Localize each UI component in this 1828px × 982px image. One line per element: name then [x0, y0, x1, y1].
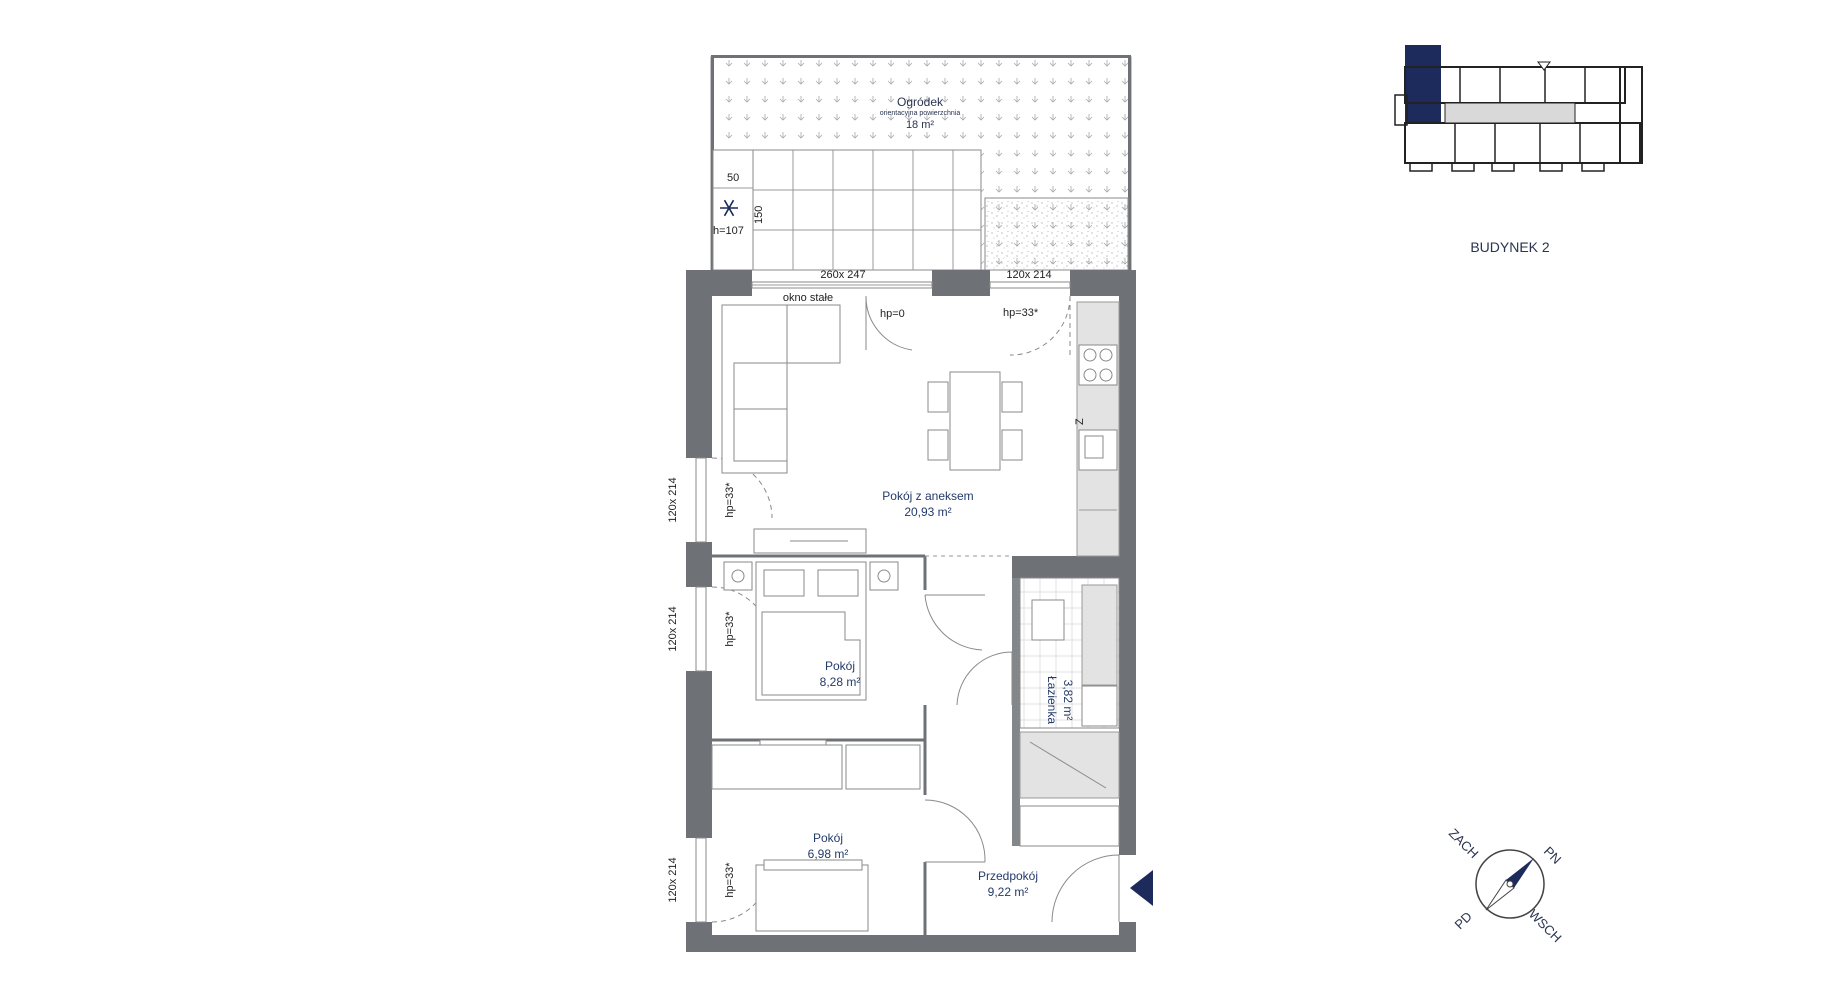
- compass-needle-icon: [1506, 858, 1534, 888]
- bedroom1-door: [924, 594, 985, 651]
- top-openings: 260x 247 okno stałe 120x 214 hp=0 hp=33*: [751, 269, 1071, 356]
- left-window2-hp: hp=33*: [724, 611, 736, 647]
- living-furniture: Z: [721, 301, 1120, 557]
- snowflake-icon: [720, 199, 738, 217]
- svg-text:Z: Z: [1074, 418, 1086, 425]
- bedroom1-area: 8,28 m²: [820, 675, 861, 689]
- garden-name: Ogródek: [897, 95, 944, 109]
- compass-west: ZACH: [1446, 826, 1482, 862]
- balcony-door-size: 260x 247: [820, 269, 865, 281]
- kitchen-counter: [1076, 301, 1120, 557]
- balcony-door-hp: hp=0: [880, 308, 905, 320]
- living-name: Pokój z aneksem: [882, 489, 973, 503]
- bedroom2-door: [924, 799, 986, 863]
- single-bed: [755, 864, 869, 932]
- top-window-size: 120x 214: [1006, 269, 1051, 281]
- entrance-arrow-icon: [1130, 870, 1153, 906]
- left-window1-hp: hp=33*: [724, 482, 736, 518]
- wardrobe-1: [711, 744, 843, 790]
- gravel-area: [984, 197, 1129, 271]
- wall-bath-top: [1012, 556, 1136, 578]
- cooktop: [1078, 344, 1118, 386]
- compass-south: PD: [1452, 909, 1475, 932]
- entrance-marker-icon: [1537, 61, 1551, 71]
- ac-unit: [712, 149, 754, 271]
- compass-north: PN: [1541, 844, 1564, 867]
- wall-bottom: [686, 935, 1136, 952]
- building-label: BUDYNEK 2: [1470, 239, 1550, 255]
- toilet: [1031, 599, 1065, 641]
- garden: 50 150 h=107 Ogródek orientacyjna powier…: [710, 55, 1132, 271]
- ac-height-label: h=107: [713, 225, 744, 237]
- wall-right-bottom: [1119, 922, 1136, 952]
- left-window1-size: 120x 214: [667, 477, 679, 522]
- compass-east: WSCH: [1526, 907, 1565, 946]
- shower: [1019, 731, 1120, 799]
- hall-name: Przedpokój: [978, 869, 1038, 883]
- left-openings: 120x 214 120x 214 120x 214 hp=33* hp=33*…: [667, 457, 773, 923]
- bedroom2-area: 6,98 m²: [808, 847, 849, 861]
- hall-area: 9,22 m²: [988, 885, 1029, 899]
- left-window3-hp: hp=33*: [724, 862, 736, 898]
- bath-sink: [1081, 685, 1118, 727]
- bedroom2-name: Pokój: [813, 831, 843, 845]
- garden-fence-top: [711, 55, 1131, 58]
- bedroom2-furniture: [755, 859, 869, 932]
- bathroom-area: 3,82 m²: [1061, 680, 1075, 721]
- left-window2-size: 120x 214: [667, 606, 679, 651]
- bedroom1-furniture: [711, 561, 921, 790]
- walls: [686, 270, 1136, 952]
- entrance-door: [1051, 854, 1120, 923]
- garden-area: 18 m²: [906, 119, 934, 131]
- wall-left-1: [686, 270, 712, 458]
- wall-bath-left: [1012, 556, 1020, 846]
- hall-wardrobe: [1019, 805, 1120, 847]
- wall-left-3: [686, 671, 712, 838]
- garden-note: orientacyjna powierzchnia: [880, 110, 961, 117]
- key-plan: BUDYNEK 2: [1394, 45, 1643, 255]
- bath-cabinet: [1081, 584, 1118, 686]
- top-window-hp: hp=33*: [1003, 307, 1039, 319]
- top-window-swing: [1009, 295, 1071, 356]
- top-window-frame: [989, 281, 1071, 289]
- room-labels: Pokój z aneksem 20,93 m² Pokój 8,28 m² P…: [808, 489, 1075, 899]
- garden-fence-right: [1128, 55, 1131, 270]
- bedroom1-name: Pokój: [825, 659, 855, 673]
- ac-width-label: 50: [727, 172, 739, 184]
- fixed-window-label: okno stałe: [783, 292, 833, 304]
- ac-depth-label: 150: [753, 206, 765, 224]
- balcony-door-swing: [865, 295, 913, 351]
- compass: PN ZACH PD WSCH: [1446, 826, 1565, 946]
- dining-table: [949, 371, 1001, 471]
- apartment-highlight: [1405, 45, 1441, 123]
- wardrobe-2: [845, 744, 921, 790]
- bathroom-fixtures: [1019, 577, 1120, 847]
- compass-ring: [1475, 849, 1545, 919]
- bathroom-door: [956, 651, 1013, 706]
- terrace-tiles: [752, 149, 982, 271]
- wall-left-2: [686, 542, 712, 587]
- left-window3-size: 120x 214: [667, 857, 679, 902]
- living-area: 20,93 m²: [904, 505, 951, 519]
- wall-top-mid: [932, 270, 990, 296]
- bathroom-name: Łazienka: [1045, 676, 1059, 724]
